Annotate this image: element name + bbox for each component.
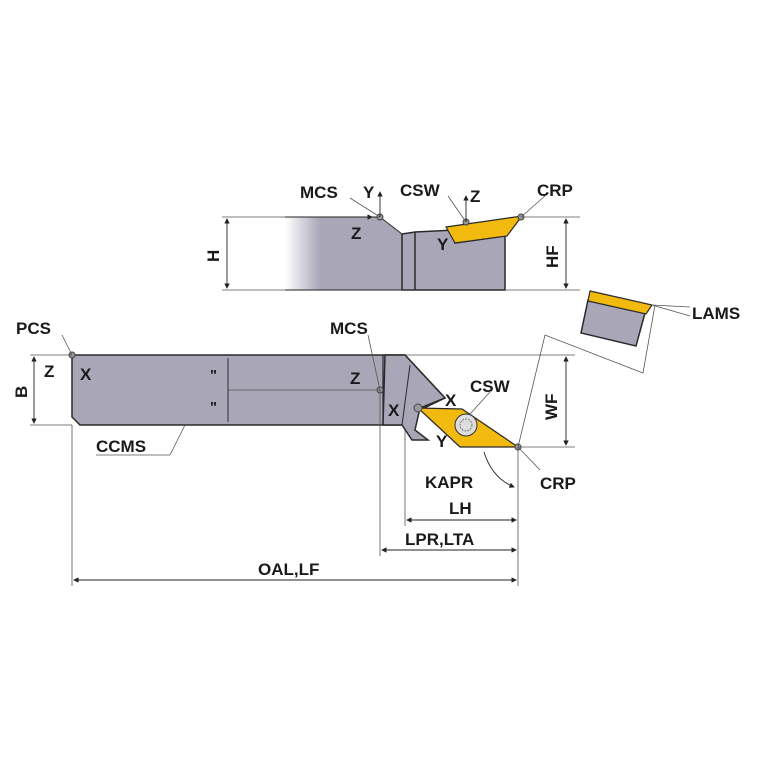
label-z-pcs: Z [44, 362, 54, 381]
label-mcs-top: MCS [300, 183, 338, 202]
label-z-mcs: Z [350, 369, 360, 388]
label-hf: HF [543, 245, 562, 268]
label-lpr-lta: LPR,LTA [405, 530, 474, 549]
label-x-csw: X [445, 391, 457, 410]
label-x-mcs: X [388, 401, 400, 420]
label-crp-side: CRP [540, 474, 576, 493]
label-y-top: Y [363, 183, 375, 202]
label-z-local: Z [351, 224, 361, 243]
side-view: PCS Z X B CCMS " " MCS Z X X CSW Y WF KA… [12, 290, 740, 586]
label-y-csw: Y [436, 432, 448, 451]
label-mcs-side: MCS [330, 319, 368, 338]
label-wf: WF [542, 394, 561, 420]
top-shank [285, 217, 402, 290]
label-h: H [204, 250, 223, 262]
top-view: MCS Y CSW Z CRP Z Y H HF [204, 181, 580, 291]
half-mark-1: " [210, 367, 217, 384]
label-kapr: KAPR [425, 473, 473, 492]
insert-screw [454, 413, 478, 437]
label-pcs: PCS [16, 319, 51, 338]
half-mark-2: " [210, 399, 217, 416]
top-insert [445, 215, 524, 244]
head [382, 354, 447, 441]
label-lh: LH [449, 499, 472, 518]
label-z-top: Z [470, 187, 480, 206]
label-ccms: CCMS [96, 437, 146, 456]
label-b: B [12, 386, 31, 398]
label-oal-lf: OAL,LF [258, 560, 319, 579]
label-lams: LAMS [692, 304, 740, 323]
label-x-pcs: X [80, 365, 92, 384]
label-y-local: Y [437, 235, 449, 254]
lams-detail [580, 290, 691, 347]
label-csw-side: CSW [470, 377, 511, 396]
label-csw-top: CSW [400, 181, 441, 200]
label-crp-top: CRP [537, 181, 573, 200]
